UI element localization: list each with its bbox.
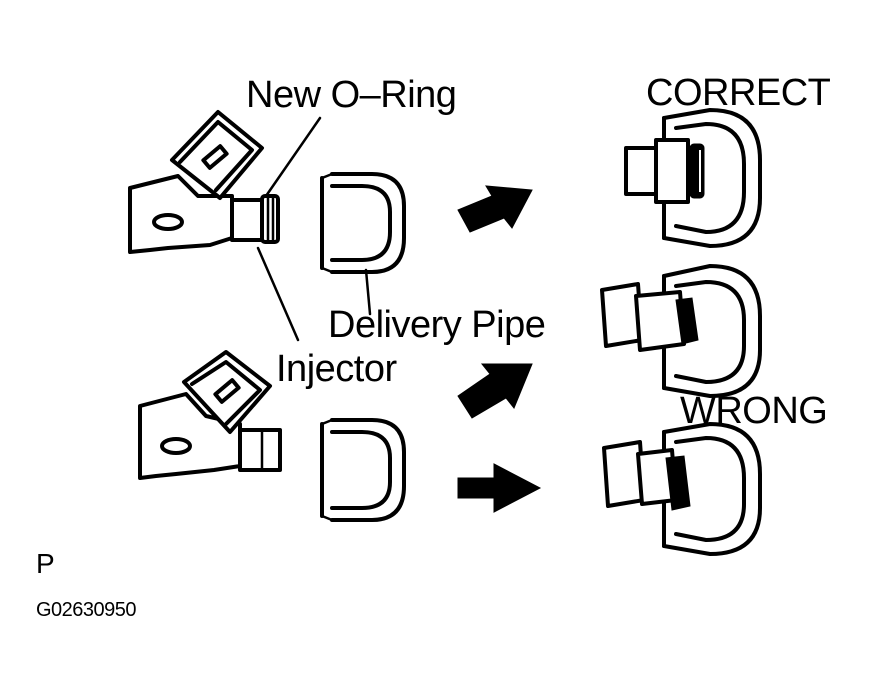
correct-label: CORRECT [646,72,831,114]
arrow-bottom [457,463,542,513]
injector-leader [256,246,300,342]
delivery-pipe-top [320,172,406,274]
arrow-middle [457,363,533,419]
injector-label: Injector [276,348,397,390]
delivery-pipe-label: Delivery Pipe [328,304,546,346]
injector-bottom [138,350,282,480]
new-o-ring-label: New O–Ring [246,74,457,116]
o-ring-leader [264,116,322,198]
p-mark-label: P [36,548,55,579]
result-wrong-pinched [602,422,762,556]
arrow-top [457,185,533,233]
result-correct [624,108,762,248]
figure-code-label: G02630950 [36,599,137,621]
result-wrong-angled [600,264,762,398]
wrong-label: WRONG [680,390,828,432]
delivery-pipe-leader [364,268,372,316]
delivery-pipe-bottom [320,418,406,522]
injector-top [128,110,280,254]
